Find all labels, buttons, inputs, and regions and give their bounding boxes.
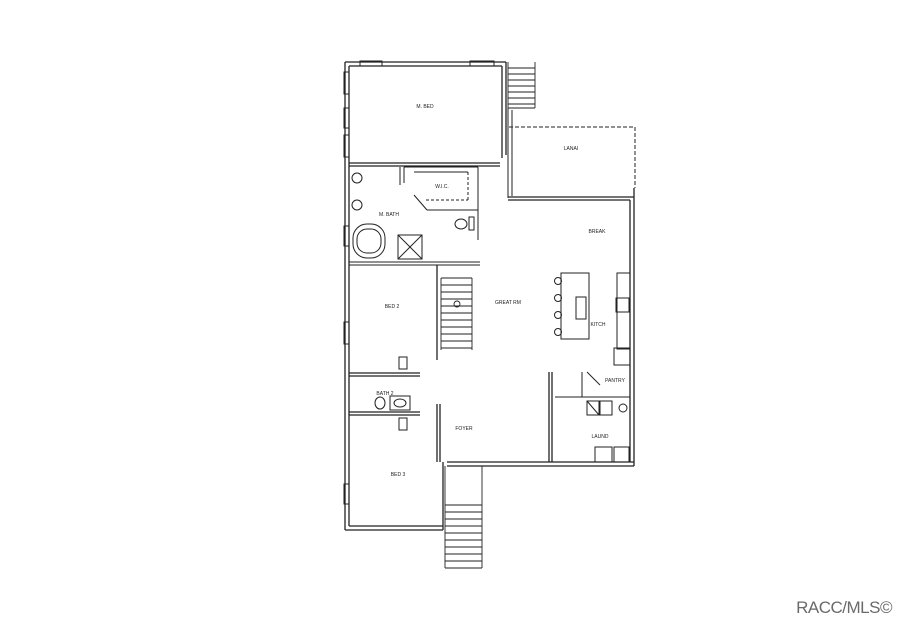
room-label-foyer: FOYER (455, 426, 473, 432)
wic (399, 166, 479, 240)
room-label-m-bath: M. BATH (379, 212, 399, 218)
room-label-bed-2: BED 2 (384, 304, 400, 310)
pantry-laundry (555, 371, 630, 463)
exterior-wall-top (345, 61, 507, 158)
room-label-great-rm: GREAT RM (495, 300, 521, 306)
front-stairs (444, 466, 483, 569)
room-label-bed-3: BED 3 (390, 472, 406, 478)
front-wall (447, 372, 634, 467)
lanai-outline (507, 108, 636, 198)
interior-stairs (440, 277, 473, 350)
room-label-kitch: KITCH (590, 322, 606, 328)
windows-top (359, 60, 495, 67)
watermark: RACC/MLS© (796, 598, 892, 617)
windows-left (343, 71, 350, 505)
room-label-pantry: PANTRY (605, 378, 625, 384)
interior-walls-left (345, 265, 444, 531)
room-label-m-bed: M. BED (416, 104, 434, 110)
wall-break-top (508, 188, 635, 466)
wall-mbed-bottom (349, 162, 500, 167)
bath-fixtures (349, 172, 480, 266)
kitchen-island (554, 272, 590, 340)
room-label-bath-2: BATH 2 (376, 391, 394, 397)
room-label-wic: W.I.C. (435, 184, 449, 190)
room-label-lanai: LANAI (563, 146, 579, 152)
kitchen-counter (613, 272, 631, 366)
exterior-wall-left (344, 62, 350, 530)
room-label-break: BREAK (588, 229, 606, 235)
room-label-laund: LAUND (591, 434, 609, 440)
rear-stairs (507, 62, 536, 109)
bath2-fixtures (374, 356, 411, 431)
